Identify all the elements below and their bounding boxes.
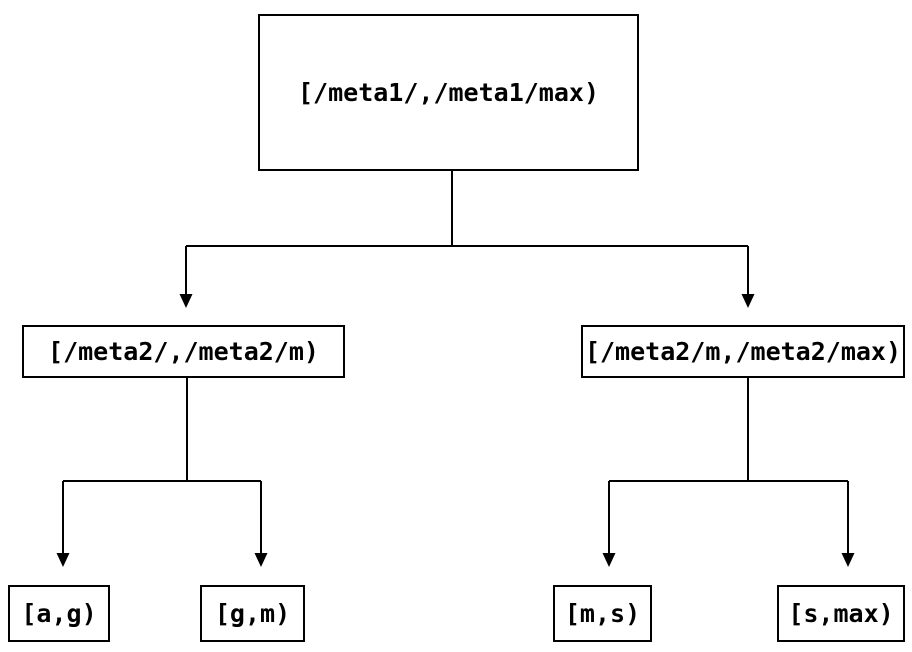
arrowhead-down-icon bbox=[602, 553, 616, 567]
node-right-interval: [/meta2/m,/meta2/max) bbox=[581, 325, 905, 378]
node-leaf-gm-label: [g,m) bbox=[214, 599, 291, 628]
arrowhead-down-icon bbox=[254, 553, 268, 567]
node-right-label: [/meta2/m,/meta2/max) bbox=[584, 337, 902, 366]
node-root-label: [/meta1/,/meta1/max) bbox=[297, 78, 600, 107]
node-root: [/meta1/,/meta1/max) bbox=[258, 14, 639, 171]
node-leaf-ag: [a,g) bbox=[8, 585, 110, 642]
arrowhead-down-icon bbox=[741, 294, 755, 308]
node-leaf-ag-label: [a,g) bbox=[21, 599, 97, 628]
node-left-label: [/meta2/,/meta2/m) bbox=[48, 337, 319, 366]
edge-root-split bbox=[179, 171, 755, 308]
node-leaf-smax-label: [s,max) bbox=[788, 599, 894, 628]
arrowhead-down-icon bbox=[179, 294, 193, 308]
node-leaf-smax: [s,max) bbox=[777, 585, 905, 642]
node-left-interval: [/meta2/,/meta2/m) bbox=[22, 325, 345, 378]
edge-right-split bbox=[602, 378, 855, 567]
arrowhead-down-icon bbox=[56, 553, 70, 567]
node-leaf-ms-label: [m,s) bbox=[564, 599, 641, 628]
arrowhead-down-icon bbox=[841, 553, 855, 567]
node-leaf-ms: [m,s) bbox=[553, 585, 652, 642]
edge-left-split bbox=[56, 378, 268, 567]
node-leaf-gm: [g,m) bbox=[200, 585, 305, 642]
